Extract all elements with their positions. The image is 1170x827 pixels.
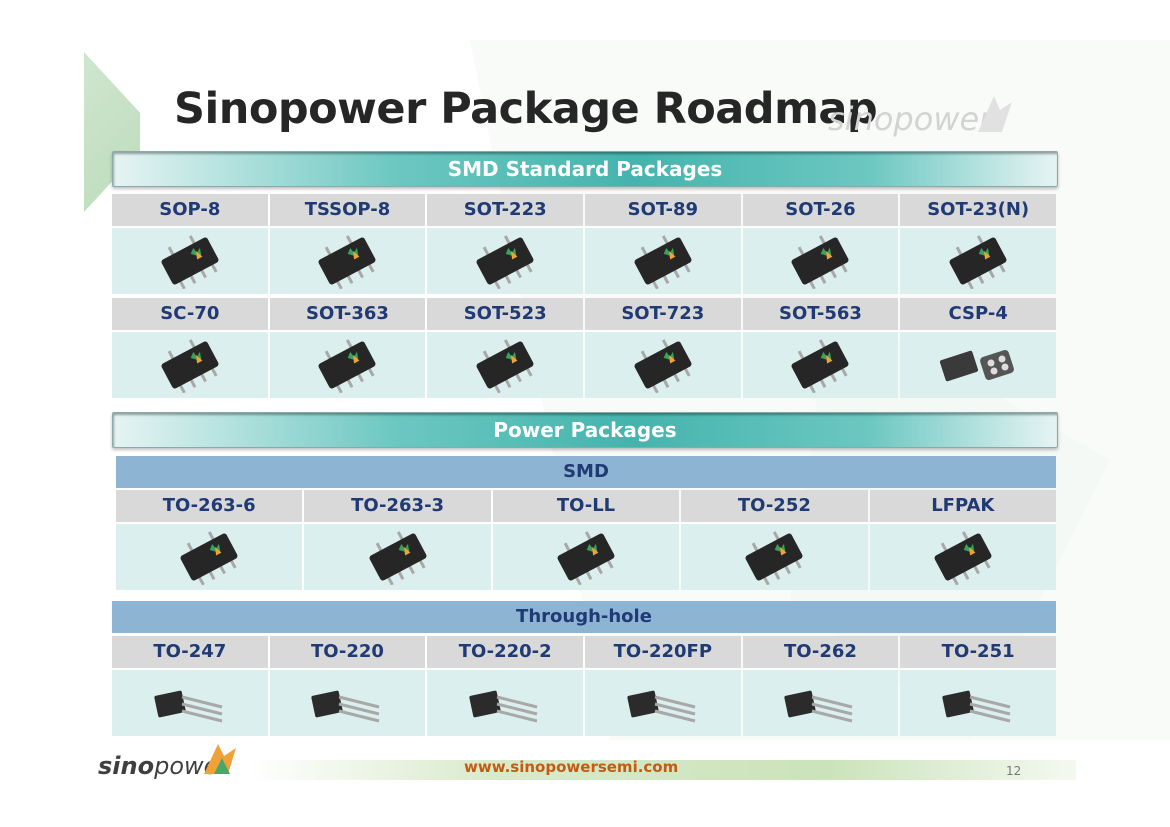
package-image-cell xyxy=(492,522,680,590)
package-label: TO-252 xyxy=(681,490,868,522)
package-label: TO-LL xyxy=(492,490,680,522)
package-chip-icon xyxy=(784,690,853,723)
package-image-cell xyxy=(681,522,868,590)
package-image-cell xyxy=(112,330,268,398)
package-image-cell xyxy=(269,668,426,736)
page-number: 12 xyxy=(1006,764,1022,778)
package-chip-icon xyxy=(154,690,223,723)
package-label: SOP-8 xyxy=(112,194,268,226)
package-label: SOT-23(N) xyxy=(900,194,1056,226)
package-label: SOT-26 xyxy=(742,194,899,226)
package-chip-icon xyxy=(180,531,238,585)
package-chip-icon xyxy=(469,690,538,723)
watermark-logo-icon xyxy=(978,96,1012,132)
package-label: TSSOP-8 xyxy=(269,194,426,226)
package-label: TO-263-6 xyxy=(116,490,303,522)
smd-section-label: SMD xyxy=(116,456,1056,488)
package-image-cell xyxy=(585,330,741,398)
package-chip-icon xyxy=(476,235,534,289)
package-image-cell xyxy=(742,226,899,294)
package-image-cell xyxy=(900,668,1056,736)
package-image-cell xyxy=(112,226,268,294)
package-chip-icon xyxy=(942,690,1011,723)
package-image-cell xyxy=(742,330,899,398)
package-image-cell xyxy=(900,226,1056,294)
package-image-cell xyxy=(116,522,303,590)
package-image-cell xyxy=(742,668,899,736)
package-chip-icon xyxy=(627,690,696,723)
watermark-logo-text: sinopower xyxy=(828,100,993,138)
package-label: SOT-363 xyxy=(269,298,426,330)
package-chip-icon xyxy=(934,531,992,585)
package-image-cell xyxy=(427,330,583,398)
package-label: LFPAK xyxy=(869,490,1056,522)
package-chip-icon xyxy=(369,531,427,585)
package-chip-icon xyxy=(319,235,376,289)
package-image-cell xyxy=(304,522,491,590)
package-chip-icon xyxy=(476,339,534,393)
package-image-cell xyxy=(427,668,583,736)
through-hole-section-label: Through-hole xyxy=(112,601,1056,633)
smd-standard-row2: SC-70 SOT-363 SOT-523 SOT-723 SOT-563 CS… xyxy=(112,298,1056,398)
package-chip-icon xyxy=(940,349,1015,382)
through-hole-row: TO-247 TO-220 TO-220-2 TO-220FP TO-262 T… xyxy=(112,636,1056,736)
package-image-cell xyxy=(427,226,583,294)
power-smd-row: TO-263-6 TO-263-3 TO-LL TO-252 LFPAK xyxy=(116,490,1056,590)
package-label: TO-220-2 xyxy=(427,636,583,668)
package-chip-icon xyxy=(634,235,692,289)
package-label: SOT-523 xyxy=(427,298,583,330)
package-chip-icon xyxy=(161,339,219,393)
package-label: SC-70 xyxy=(112,298,268,330)
package-label: SOT-723 xyxy=(585,298,741,330)
package-label: SOT-89 xyxy=(585,194,741,226)
website-link[interactable]: www.sinopowersemi.com xyxy=(464,758,679,776)
package-chip-icon xyxy=(557,531,615,585)
package-chip-icon xyxy=(745,531,803,585)
package-label: TO-251 xyxy=(900,636,1056,668)
package-label: SOT-223 xyxy=(427,194,583,226)
page-title: Sinopower Package Roadmap xyxy=(174,84,878,134)
package-chip-icon xyxy=(792,235,849,289)
package-label: TO-247 xyxy=(112,636,268,668)
package-label: TO-220FP xyxy=(585,636,741,668)
package-chip-icon xyxy=(311,690,380,723)
package-label: TO-220 xyxy=(269,636,426,668)
package-image-cell xyxy=(269,226,426,294)
package-label: SOT-563 xyxy=(742,298,899,330)
package-label: TO-262 xyxy=(742,636,899,668)
package-image-cell xyxy=(585,226,741,294)
corner-accent xyxy=(84,52,140,212)
package-label: TO-263-3 xyxy=(304,490,491,522)
smd-standard-banner: SMD Standard Packages xyxy=(112,151,1058,187)
package-chip-icon xyxy=(792,339,849,393)
package-image-cell xyxy=(269,330,426,398)
package-label: CSP-4 xyxy=(900,298,1056,330)
power-packages-banner: Power Packages xyxy=(112,412,1058,448)
footer-divider xyxy=(250,760,1076,780)
package-image-cell xyxy=(585,668,741,736)
package-chip-icon xyxy=(949,235,1007,289)
footer-logo-icon xyxy=(204,744,236,774)
package-chip-icon xyxy=(161,235,219,289)
package-image-cell xyxy=(900,330,1056,398)
package-chip-icon xyxy=(634,339,692,393)
package-image-cell xyxy=(869,522,1056,590)
package-chip-icon xyxy=(319,339,376,393)
smd-standard-row1: SOP-8 TSSOP-8 SOT-223 SOT-89 SOT-26 SOT-… xyxy=(112,194,1056,294)
package-image-cell xyxy=(112,668,268,736)
